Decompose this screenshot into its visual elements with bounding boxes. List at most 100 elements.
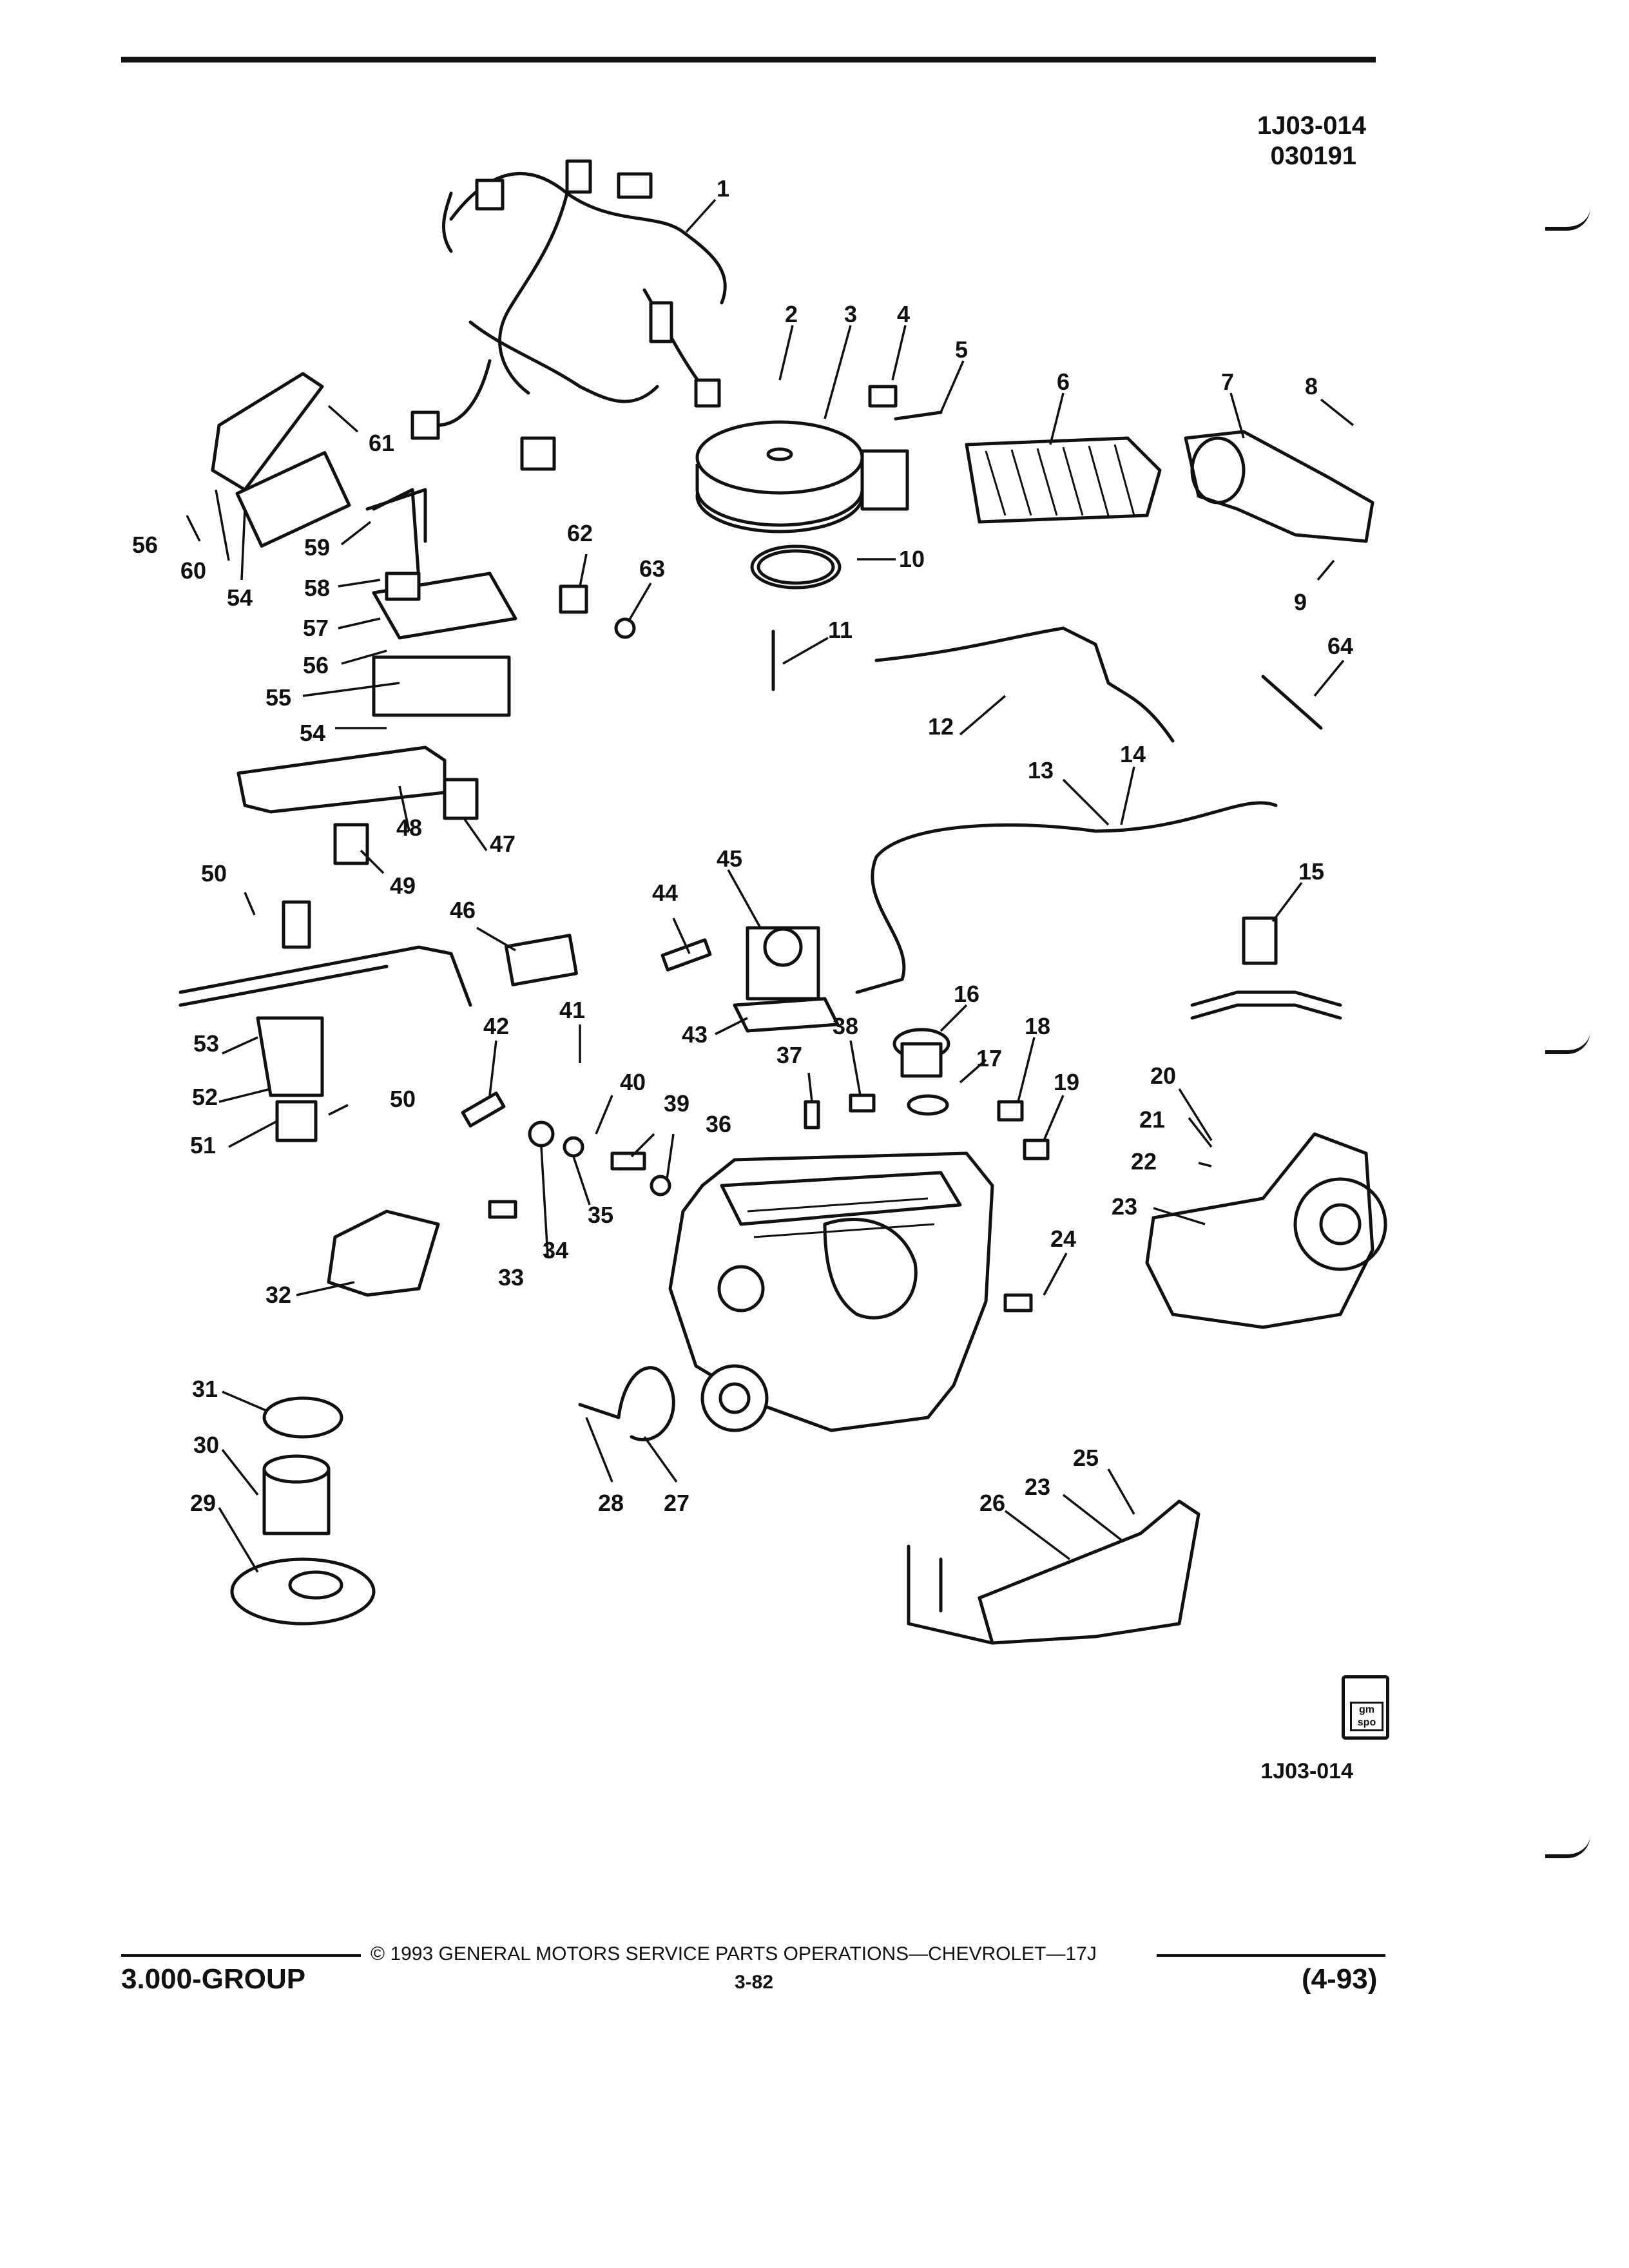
- callout-47: 47: [490, 831, 516, 857]
- callout-36: 36: [706, 1111, 731, 1137]
- callout-38: 38: [833, 1013, 858, 1039]
- egr-valve: [892, 1028, 950, 1116]
- air-cleaner-assembly: [695, 420, 909, 590]
- engine-block: [668, 1151, 994, 1432]
- footer-revision: (4-93): [1302, 1963, 1378, 1995]
- gm-spo-logo: gm spo: [1342, 1675, 1389, 1740]
- callout-2: 2: [785, 301, 798, 327]
- callout-6: 6: [1057, 369, 1070, 395]
- callout-37: 37: [776, 1042, 802, 1068]
- callout-54: 54: [300, 720, 325, 746]
- transaxle-lower: [907, 1499, 1200, 1645]
- callout-32: 32: [265, 1282, 291, 1308]
- callout-50: 50: [201, 860, 227, 887]
- callout-11: 11: [828, 617, 853, 643]
- callout-43: 43: [682, 1021, 708, 1048]
- hose-59: [365, 488, 427, 543]
- air-intake-duct: [965, 436, 1162, 524]
- callout-27: 27: [664, 1490, 689, 1516]
- callout-39: 39: [664, 1090, 689, 1117]
- footer-copyright: © 1993 GENERAL MOTORS SERVICE PARTS OPER…: [371, 1943, 1097, 1965]
- callout-21: 21: [1139, 1106, 1165, 1133]
- gm-spo-logo-mark: gm spo: [1350, 1702, 1383, 1731]
- oring-36: [650, 1175, 671, 1196]
- sensor-19: [1023, 1139, 1050, 1160]
- callout-41: 41: [559, 997, 585, 1023]
- vacuum-pipe: [874, 626, 1175, 743]
- transaxle-right: [1145, 1132, 1387, 1329]
- relay-49: [333, 823, 369, 865]
- parts-art: [178, 159, 1387, 1645]
- callout-42: 42: [483, 1013, 509, 1039]
- callout-56b: 56: [132, 532, 158, 558]
- sensor-24: [1003, 1293, 1033, 1312]
- date-code: 030191: [1270, 142, 1356, 170]
- footer-page-number: 3-82: [735, 1972, 774, 1993]
- sensor-18: [997, 1100, 1024, 1122]
- callout-10: 10: [899, 546, 925, 572]
- callout-60: 60: [180, 557, 206, 584]
- callout-29: 29: [190, 1490, 216, 1516]
- callout-28: 28: [598, 1490, 624, 1516]
- hose-42: [461, 1091, 506, 1128]
- throttle-cable: [855, 801, 1278, 994]
- callout-31: 31: [192, 1376, 218, 1402]
- callout-17: 17: [976, 1045, 1002, 1072]
- callout-49: 49: [390, 872, 416, 899]
- bracket-58: [385, 572, 421, 601]
- margin-mark-3: [1545, 1835, 1590, 1858]
- callout-58: 58: [304, 575, 330, 601]
- callout-33: 33: [498, 1264, 524, 1291]
- relay-bracket: [236, 745, 447, 814]
- callout-50b: 50: [390, 1086, 416, 1112]
- sensor-62: [559, 584, 588, 614]
- callout-57: 57: [303, 615, 329, 641]
- callout-26: 26: [979, 1490, 1005, 1516]
- throttle-body: [733, 926, 840, 1033]
- callout-18: 18: [1025, 1013, 1050, 1039]
- callout-23: 23: [1112, 1193, 1137, 1220]
- callout-61: 61: [369, 430, 394, 456]
- footer-rule-left: [121, 1954, 361, 1957]
- callout-62: 62: [567, 520, 593, 546]
- callout-53: 53: [193, 1030, 219, 1057]
- callout-13: 13: [1028, 757, 1054, 783]
- hose-44: [660, 938, 712, 972]
- figure-id-bottom: 1J03-014: [1260, 1759, 1353, 1783]
- callout-3: 3: [844, 301, 857, 327]
- callout-64: 64: [1327, 633, 1353, 659]
- nut-63: [614, 617, 636, 639]
- relay-47: [443, 778, 479, 820]
- callout-15: 15: [1298, 858, 1324, 885]
- callout-56: 56: [303, 652, 329, 678]
- callout-45: 45: [717, 845, 742, 872]
- hose-64: [1261, 675, 1323, 730]
- callout-40: 40: [620, 1069, 646, 1095]
- sensor-harness: [578, 1366, 675, 1441]
- margin-mark-1: [1545, 207, 1590, 231]
- logo-text-top: gm: [1359, 1704, 1374, 1715]
- callout-labels: 1 2 3 4 5 6 7 8 9 10 11 12 13 14 15 16 1…: [132, 175, 1353, 1516]
- callout-19: 19: [1054, 1069, 1079, 1095]
- callout-30: 30: [193, 1432, 219, 1458]
- wiring-harness: [410, 159, 727, 471]
- fuel-pump: [230, 1396, 376, 1626]
- body-bracket: [178, 900, 472, 1142]
- oring-35: [563, 1136, 584, 1158]
- sensor-39: [610, 1151, 646, 1171]
- fuel-pump-cover: [327, 1209, 440, 1297]
- callout-14: 14: [1120, 741, 1146, 767]
- callout-35: 35: [588, 1202, 613, 1228]
- callout-12: 12: [928, 713, 954, 740]
- callout-1: 1: [717, 175, 729, 202]
- callout-55: 55: [265, 684, 291, 711]
- callout-59: 59: [304, 534, 330, 561]
- callout-5: 5: [955, 336, 968, 363]
- logo-text-bottom: spo: [1357, 1717, 1376, 1728]
- callout-52: 52: [192, 1084, 218, 1110]
- footer-rule-right: [1157, 1954, 1385, 1957]
- module-46: [505, 934, 578, 986]
- callout-34: 34: [543, 1237, 568, 1264]
- callout-7: 7: [1221, 369, 1234, 395]
- air-snorkel: [1184, 430, 1374, 543]
